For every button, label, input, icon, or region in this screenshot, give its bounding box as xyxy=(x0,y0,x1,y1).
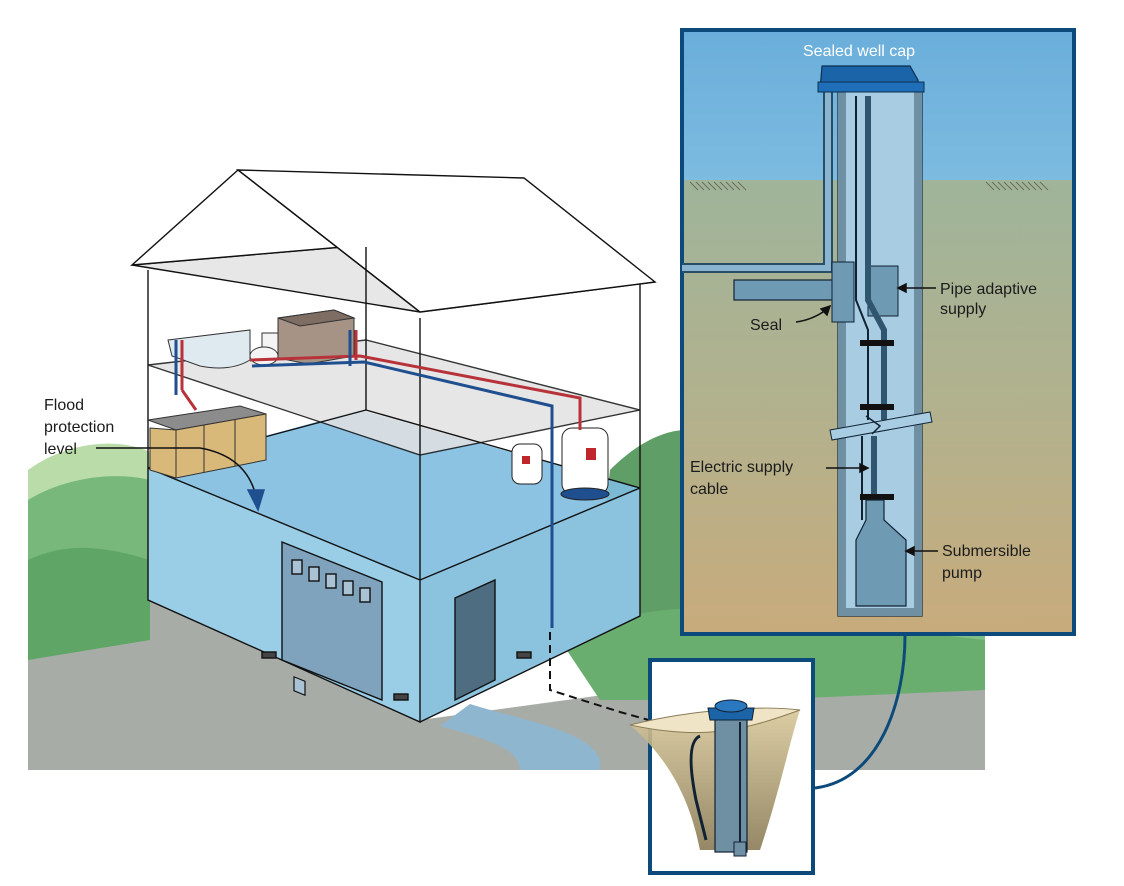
label-sealed-well-cap: Sealed well cap xyxy=(803,43,915,60)
water-heaters xyxy=(511,427,610,501)
vent xyxy=(261,651,277,659)
wall-right xyxy=(419,284,641,723)
bathtub xyxy=(167,329,251,369)
pitless-stub xyxy=(733,279,835,301)
house xyxy=(129,169,657,724)
side-door xyxy=(454,578,496,702)
label-electric-supply-cable-2: cable xyxy=(690,481,728,498)
large-tank xyxy=(561,427,609,495)
electric-cable xyxy=(855,96,869,520)
submersible-pump xyxy=(855,499,907,607)
label-submersible-pump-1: Submersible xyxy=(942,543,1031,560)
strap xyxy=(860,340,894,346)
cold-pipe xyxy=(174,340,554,628)
hot-pipe xyxy=(180,340,582,430)
label-seal: Seal xyxy=(750,317,782,334)
driveway xyxy=(440,704,600,770)
ground-hatches xyxy=(689,181,1049,191)
drop-pipe xyxy=(865,96,887,420)
label-electric-supply-cable-1: Electric supply xyxy=(690,459,793,476)
well-detail-panel xyxy=(680,28,1076,636)
garage-door xyxy=(281,540,383,702)
flood-water-top xyxy=(148,410,640,580)
pipe-adapter xyxy=(831,261,855,323)
label-flood-protection-level-2: protection xyxy=(44,419,114,436)
toilet-bowl xyxy=(249,346,279,366)
inset-connector xyxy=(814,635,907,790)
ground-green xyxy=(28,547,150,660)
flood-arrowhead xyxy=(246,489,266,513)
well-casing xyxy=(714,711,748,853)
kitchen-counter xyxy=(147,405,267,479)
panel-frame xyxy=(680,28,1076,636)
label-flood-protection-level-3: level xyxy=(44,441,77,458)
house-plumbing xyxy=(174,330,582,628)
hill-left-light xyxy=(28,443,150,500)
garage-windows xyxy=(293,675,306,697)
vent xyxy=(516,651,532,659)
vent xyxy=(393,693,409,701)
label-flood-protection-level-1: Flood xyxy=(44,397,84,414)
callout-arrows xyxy=(96,282,938,557)
label-pipe-adaptive-supply-1: Pipe adaptive xyxy=(940,281,1037,298)
well-inset xyxy=(629,658,815,875)
strap xyxy=(860,494,894,500)
strap xyxy=(860,404,894,410)
label-submersible-pump-2: pump xyxy=(942,565,982,582)
label-pipe-adaptive-supply-2: supply xyxy=(940,301,986,318)
